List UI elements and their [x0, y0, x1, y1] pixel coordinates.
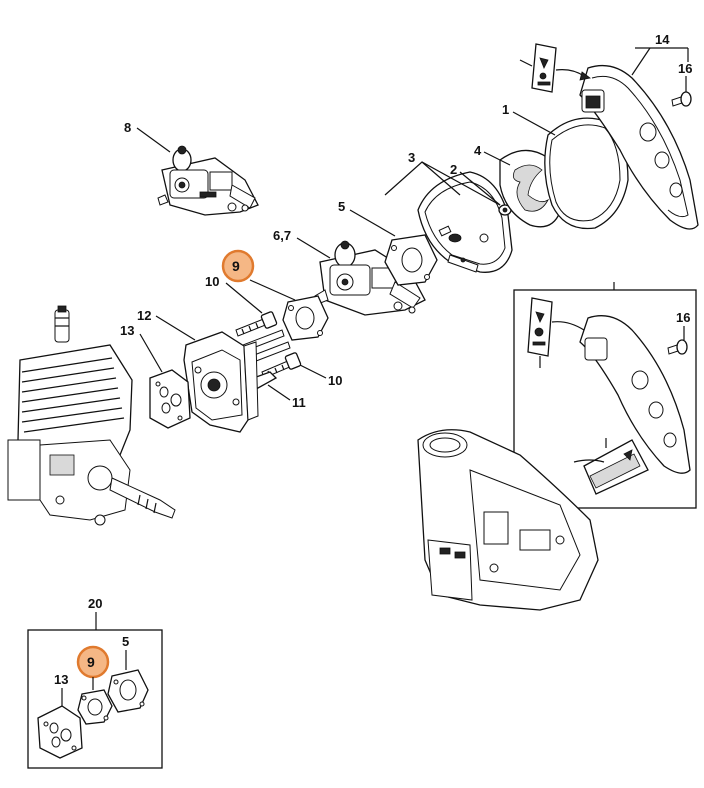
kit-gasket-13-icon[interactable]: [37, 705, 83, 759]
kit-callout-9-highlight[interactable]: 9: [76, 645, 110, 679]
warning-label-bottom-icon[interactable]: [583, 439, 649, 495]
leader-1: [512, 111, 556, 136]
leader-13: [139, 333, 163, 373]
leader-8: [136, 127, 171, 153]
callout-4: 4: [474, 143, 482, 158]
callout-9-highlight[interactable]: 9: [221, 249, 255, 283]
callout-10-lower: 10: [328, 373, 342, 388]
callout-20: 20: [88, 596, 102, 611]
gasket-9-icon[interactable]: [282, 295, 329, 341]
arrow-label-inset: [551, 321, 585, 331]
kit-callout-13: 13: [54, 672, 68, 687]
callout-6-7: 6,7: [273, 228, 291, 243]
leader-12: [155, 315, 196, 341]
screw-16-top-icon[interactable]: [671, 91, 692, 107]
gasket-13-icon[interactable]: [149, 369, 191, 429]
warning-label-top-icon[interactable]: [531, 43, 557, 93]
carburetor-8-icon[interactable]: [157, 145, 259, 216]
cover-14-icon[interactable]: [579, 64, 699, 230]
gasket-5-icon[interactable]: [384, 234, 438, 286]
leader-10-upper: [225, 282, 263, 314]
leader-11: [267, 384, 291, 401]
kit-gasket-9-icon[interactable]: [77, 689, 113, 725]
leader-9: [249, 279, 296, 301]
arrow-label-bottom: [573, 459, 605, 463]
callout-10-upper: 10: [205, 274, 219, 289]
air-filter-base-3-icon[interactable]: [417, 171, 513, 273]
screw-16-inset-icon[interactable]: [667, 339, 688, 355]
screw-10-upper-icon[interactable]: [235, 311, 278, 337]
cover-detail-icon[interactable]: [579, 315, 691, 474]
leader-10-lower: [299, 364, 327, 379]
kit-callout-9: 9: [87, 654, 95, 670]
intake-manifold-12-icon[interactable]: [183, 331, 259, 433]
fan-housing-icon: [417, 429, 599, 611]
engine-cylinder-icon: [7, 305, 176, 526]
callout-16-top: 16: [678, 61, 692, 76]
kit-gasket-5-icon[interactable]: [107, 669, 149, 713]
air-filter-1-icon[interactable]: [544, 117, 629, 230]
leader-2: [459, 171, 501, 206]
callout-11: 11: [292, 395, 306, 410]
callout-3: 3: [408, 150, 415, 165]
kit-callout-5: 5: [122, 634, 129, 649]
callout-8: 8: [124, 120, 131, 135]
callout-2: 2: [450, 162, 457, 177]
leader-4: [483, 151, 511, 166]
leader-6-7: [296, 237, 331, 259]
leader-14a: [631, 47, 651, 76]
callout-12: 12: [137, 308, 151, 323]
leader-5: [349, 209, 396, 237]
leader-label-top: [519, 59, 533, 67]
warning-label-inset-icon[interactable]: [527, 297, 553, 357]
leader-3b: [421, 161, 461, 196]
arrow-label-top: [555, 69, 585, 77]
callout-5: 5: [338, 199, 345, 214]
callout-16-inset: 16: [676, 310, 690, 325]
callout-13: 13: [120, 323, 134, 338]
callout-1: 1: [502, 102, 509, 117]
callout-9: 9: [232, 258, 240, 274]
callout-14: 14: [655, 32, 670, 47]
